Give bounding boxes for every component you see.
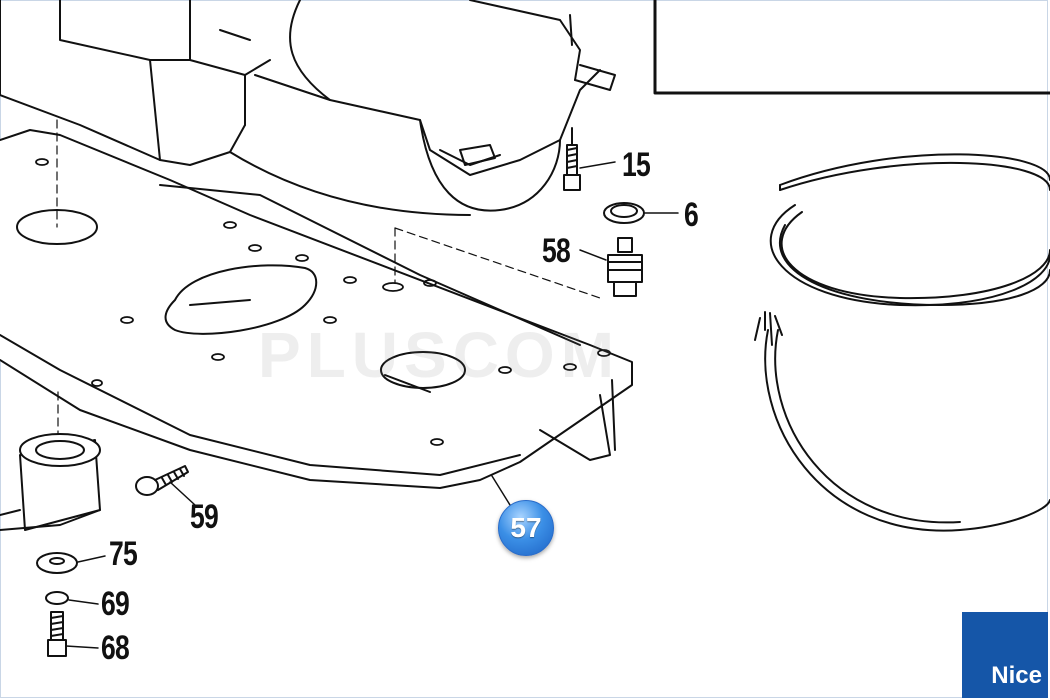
part-label-69: 69 [101,585,130,623]
part-label-75: 75 [109,535,138,573]
washer-69-drawing [45,591,99,605]
leader-57 [491,475,511,506]
bolt-15-drawing [563,127,616,191]
part-label-59: 59 [190,498,219,536]
pinion-drawing [0,433,101,531]
screw-59-drawing [135,465,196,506]
part-label-6: 6 [684,196,699,234]
part-label-15: 15 [622,146,651,184]
info-box [653,0,1050,95]
callout-57-button[interactable]: 57 [498,500,554,556]
washer-75-drawing [36,552,106,574]
part-label-58: 58 [542,232,571,270]
watermark-text: PLUSCOM [258,319,620,391]
fitting-58-drawing [579,237,643,297]
part-label-68: 68 [101,629,130,667]
motor-housing [0,0,616,216]
cable-drawing [754,153,1050,532]
brand-logo-text: Nice [991,662,1042,689]
washer-6-drawing [603,202,679,224]
leader-lines [56,119,601,441]
brand-logo: Nice [962,612,1048,698]
base-plate [0,129,633,489]
callout-57-label: 57 [510,512,542,543]
bolt-68-drawing [47,611,99,657]
